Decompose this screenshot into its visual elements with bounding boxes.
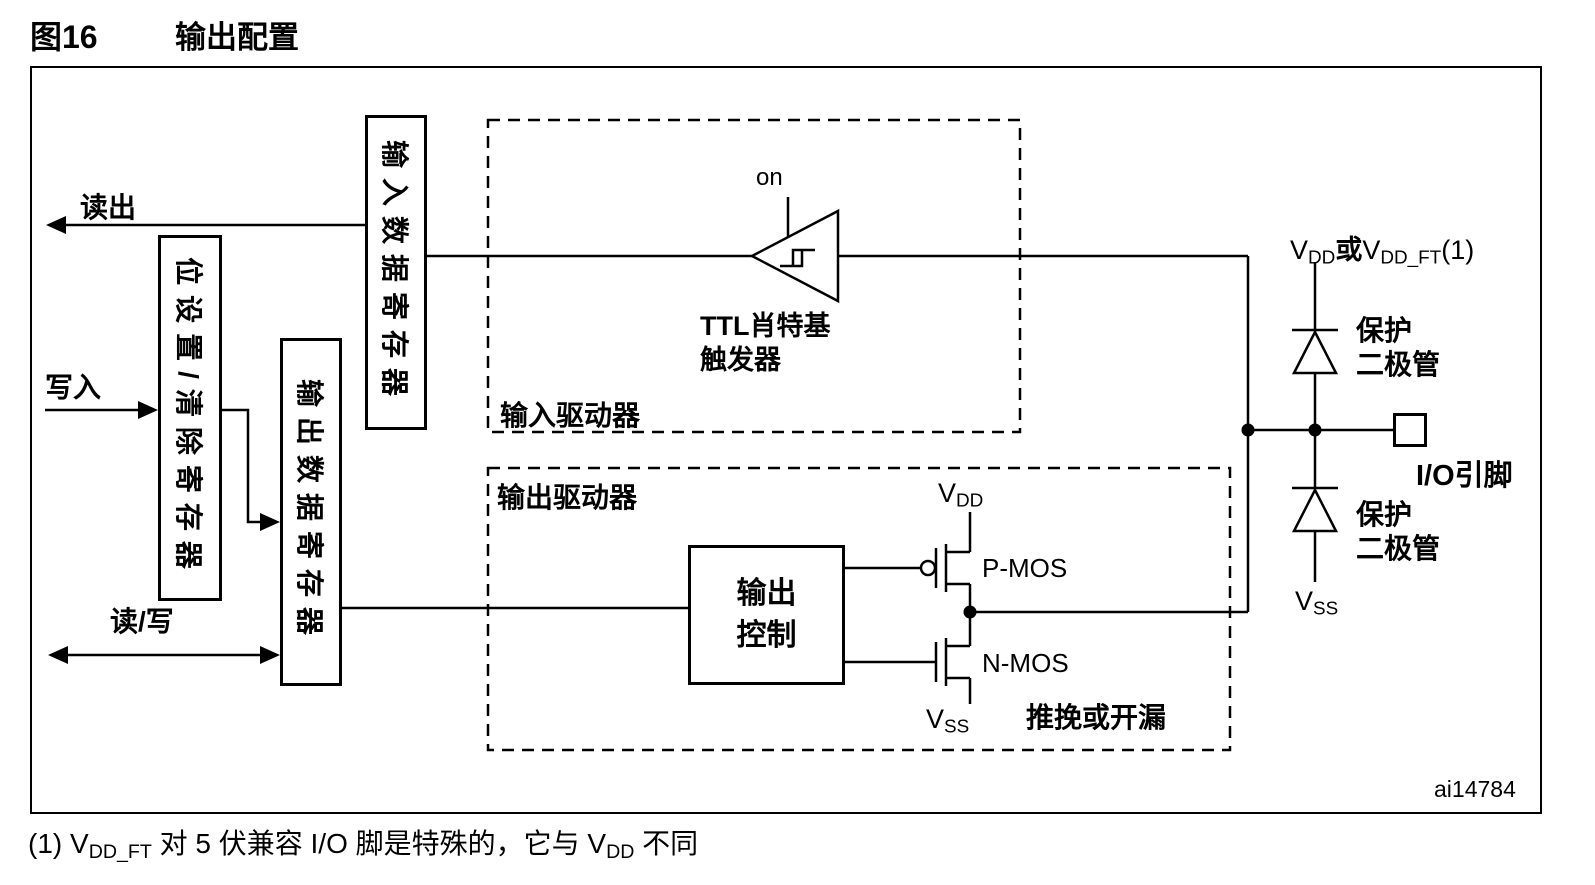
- input-driver-box: [486, 118, 1022, 434]
- pmos-label: P-MOS: [982, 553, 1068, 583]
- vdd-label-v: V: [938, 478, 957, 508]
- vdd-label: VDD: [938, 478, 983, 513]
- bit-set-clear-register: 位设置/清除寄存器: [158, 235, 222, 601]
- rail-vdd-sub1: DD: [1308, 247, 1336, 269]
- output-driver-label: 输出驱动器: [497, 482, 638, 513]
- figure-title: 输出配置: [175, 20, 299, 55]
- write-arrowhead: [138, 401, 158, 419]
- mos-junction-dot: [963, 605, 977, 619]
- rail-vdd-sub2: DD_FT: [1380, 247, 1442, 269]
- figure-number: 图16: [30, 19, 98, 55]
- output-control-block: 输出 控制: [688, 545, 845, 685]
- protection-diode-bottom-line1: 保护: [1356, 499, 1413, 530]
- io-pin-label: I/O引脚: [1416, 460, 1513, 492]
- diode-top-symbol: [1291, 329, 1339, 375]
- trigger-on-label: on: [756, 164, 783, 191]
- trigger-label-line2: 触发器: [700, 345, 781, 375]
- protection-diode-bottom-line2: 二极管: [1356, 533, 1441, 564]
- rail-vdd-note: (1): [1441, 235, 1475, 265]
- output-control-line2: 控制: [736, 619, 797, 652]
- rail-vdd-v1: V: [1290, 235, 1309, 265]
- pin-junction-dot: [1241, 423, 1255, 437]
- read-write-label: 读/写: [110, 606, 174, 637]
- protection-diode-top-line1: 保护: [1356, 315, 1413, 346]
- input-data-register-label: 输入数据寄存器: [379, 139, 411, 406]
- nmos-label: N-MOS: [982, 648, 1069, 678]
- bitset-to-outputreg-wire: [222, 408, 262, 524]
- trigger-label-line1: TTL肖特基: [700, 311, 831, 341]
- footnote-part2: 对 5 伏兼容 I/O 脚是特殊的，它与 V: [151, 828, 607, 859]
- output-control-line1: 输出: [736, 577, 797, 610]
- input-driver-label: 输入驱动器: [500, 400, 641, 431]
- schmitt-trigger-symbol: [749, 208, 840, 304]
- write-label: 写入: [45, 372, 102, 403]
- figure-credit: ai14784: [1434, 776, 1516, 802]
- protection-diode-bottom-label: 保护 二极管: [1356, 498, 1440, 566]
- protection-diode-top-label: 保护 二极管: [1356, 314, 1440, 382]
- rail-vdd-or: 或: [1335, 235, 1363, 265]
- rail-vdd-label: VDD或VDD_FT(1): [1290, 228, 1474, 270]
- protection-diode-top-line2: 二极管: [1356, 349, 1441, 380]
- pmos-gate-bubble: [919, 559, 937, 577]
- vss-label: VSS: [926, 704, 969, 739]
- output-data-register: 输出数据寄存器: [280, 338, 342, 686]
- footnote: (1) VDD_FT 对 5 伏兼容 I/O 脚是特殊的，它与 VDD 不同: [28, 822, 698, 864]
- rail-vss-label: VSS: [1295, 586, 1338, 621]
- readwrite-left-arrowhead: [48, 646, 68, 664]
- diode-junction-dot: [1308, 423, 1322, 437]
- bit-set-clear-register-label: 位设置/清除寄存器: [173, 257, 204, 579]
- read-label: 读出: [80, 192, 137, 223]
- bitset-arrowhead: [260, 513, 280, 531]
- output-driver-box: [486, 466, 1232, 752]
- footnote-sub2: DD: [606, 840, 635, 863]
- vss-label-sub: SS: [944, 716, 970, 738]
- rail-vdd-v2: V: [1362, 235, 1381, 265]
- diode-bottom-symbol: [1291, 487, 1339, 533]
- footnote-part1: (1) V: [28, 828, 89, 859]
- read-arrowhead: [46, 216, 66, 234]
- rail-vss-sub: SS: [1313, 598, 1339, 620]
- vdd-label-sub: DD: [956, 490, 984, 512]
- rail-vss-v: V: [1295, 586, 1314, 616]
- footnote-part3: 不同: [634, 828, 699, 859]
- readwrite-right-arrowhead: [260, 646, 280, 664]
- pushpull-opendrain-label: 推挽或开漏: [1026, 702, 1167, 733]
- vss-label-v: V: [926, 704, 945, 734]
- hysteresis-icon: [780, 248, 815, 268]
- io-pad: [1393, 413, 1427, 447]
- input-data-register: 输入数据寄存器: [365, 115, 427, 430]
- output-data-register-label: 输出数据寄存器: [294, 378, 326, 646]
- footnote-sub1: DD_FT: [88, 840, 152, 863]
